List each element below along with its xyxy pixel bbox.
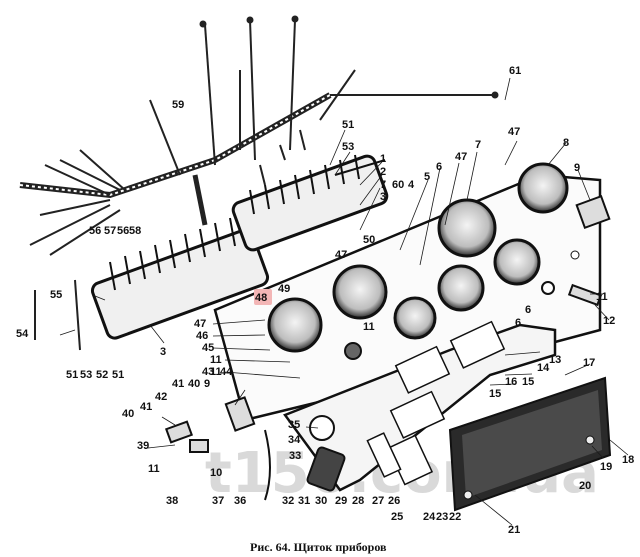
callout-11: 11 xyxy=(596,291,608,303)
callout-26: 26 xyxy=(388,495,400,507)
callout-33: 33 xyxy=(289,450,301,462)
connecting-rod xyxy=(334,159,386,176)
callout-39: 39 xyxy=(137,440,149,452)
callout-45: 45 xyxy=(202,342,214,354)
callout-50: 50 xyxy=(363,234,375,246)
callout-31: 31 xyxy=(298,495,310,507)
callout-6: 6 xyxy=(436,161,442,173)
callout-30: 30 xyxy=(315,495,327,507)
callout-38: 38 xyxy=(166,495,178,507)
callout-24: 24 xyxy=(423,511,436,523)
callout-46: 46 xyxy=(196,330,208,342)
callout-13: 13 xyxy=(549,354,561,366)
callout-25: 25 xyxy=(391,511,403,523)
callout-51: 51 xyxy=(112,369,124,381)
callout-32: 32 xyxy=(282,495,294,507)
callout-20: 20 xyxy=(579,480,591,492)
callout-8: 8 xyxy=(563,137,569,149)
callout-27: 27 xyxy=(372,495,384,507)
callout-10: 10 xyxy=(210,467,222,479)
callout-37: 37 xyxy=(212,495,224,507)
fuse-plate xyxy=(283,320,557,492)
callout-2: 2 xyxy=(380,166,386,178)
callout-12: 12 xyxy=(603,315,615,327)
callout-11: 11 xyxy=(363,321,375,333)
callout-41: 41 xyxy=(172,378,184,390)
callout-43: 43 xyxy=(202,366,214,378)
callout-40: 40 xyxy=(122,408,134,420)
callout-labels: 61 59 51 47 8 53 7 47 1 9 6 2 5 7 3 60 4… xyxy=(16,65,634,536)
callout-17: 17 xyxy=(583,357,595,369)
callout-44: 44 xyxy=(220,366,233,378)
lower-left-parts xyxy=(164,396,346,501)
callout-48: 48 xyxy=(255,292,267,304)
callout-40: 40 xyxy=(188,378,200,390)
callout-55: 55 xyxy=(50,289,62,301)
callout-9: 9 xyxy=(574,162,580,174)
callout-41: 41 xyxy=(140,401,152,413)
figure-caption: Рис. 64. Щиток приборов xyxy=(250,540,387,554)
callout-22: 22 xyxy=(449,511,461,523)
callout-29: 29 xyxy=(335,495,347,507)
callout-11: 11 xyxy=(210,366,222,378)
leader-lines xyxy=(59,77,629,526)
callout-59: 59 xyxy=(172,99,184,111)
highlight-box xyxy=(254,289,272,305)
callout-49: 49 xyxy=(278,283,290,295)
callout-6: 6 xyxy=(525,304,531,316)
callout-42: 42 xyxy=(155,391,167,403)
callout-15: 15 xyxy=(522,376,534,388)
callout-19: 19 xyxy=(600,461,612,473)
callout-3: 3 xyxy=(380,191,386,203)
callout-3: 3 xyxy=(160,346,166,358)
callout-53: 53 xyxy=(80,369,92,381)
callout-61: 61 xyxy=(509,65,521,77)
callout-53: 53 xyxy=(342,141,354,153)
callout-52: 52 xyxy=(96,369,108,381)
callout-4: 4 xyxy=(408,179,415,191)
gauge xyxy=(267,162,569,360)
callout-54: 54 xyxy=(16,328,29,340)
callout-11: 11 xyxy=(210,354,222,366)
callout-47: 47 xyxy=(335,249,347,261)
wire-harness xyxy=(19,15,499,351)
callout-5: 5 xyxy=(424,171,430,183)
callout-34: 34 xyxy=(288,434,301,446)
callout-57: 57 xyxy=(104,225,116,237)
callout-18: 18 xyxy=(622,454,634,466)
callout-28: 28 xyxy=(352,495,364,507)
callout-51: 51 xyxy=(66,369,78,381)
cover-plate xyxy=(448,376,612,512)
switch-assembly xyxy=(567,194,611,307)
callout-60: 60 xyxy=(392,179,404,191)
callout-51: 51 xyxy=(342,119,354,131)
callout-9: 9 xyxy=(204,378,210,390)
callout-56: 56 xyxy=(117,225,129,237)
callout-23: 23 xyxy=(436,511,448,523)
callout-35: 35 xyxy=(288,419,300,431)
callout-47: 47 xyxy=(194,318,206,330)
terminal-strip xyxy=(90,154,389,340)
callout-36: 36 xyxy=(234,495,246,507)
callout-47: 47 xyxy=(508,126,520,138)
callout-7: 7 xyxy=(380,179,386,191)
callout-7: 7 xyxy=(475,139,481,151)
callout-56: 56 xyxy=(89,225,101,237)
callout-47: 47 xyxy=(455,151,467,163)
callout-58: 58 xyxy=(129,225,141,237)
callout-15: 15 xyxy=(489,388,501,400)
callout-14: 14 xyxy=(537,362,550,374)
callout-6: 6 xyxy=(515,317,521,329)
callout-11: 11 xyxy=(148,463,160,475)
callout-1: 1 xyxy=(380,153,386,165)
callout-16: 16 xyxy=(505,376,517,388)
callout-21: 21 xyxy=(508,524,520,536)
